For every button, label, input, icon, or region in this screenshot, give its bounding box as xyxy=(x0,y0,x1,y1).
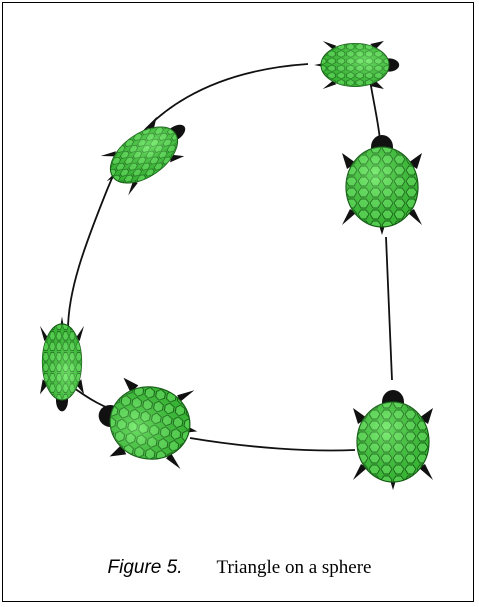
turtle-icon xyxy=(353,390,433,490)
caption-text: Triangle on a sphere xyxy=(217,557,372,578)
turtle-icon xyxy=(342,135,422,235)
turtle-icon xyxy=(92,375,204,471)
figure-caption: Figure 5. Triangle on a sphere xyxy=(0,557,479,579)
path-top-arc xyxy=(68,64,308,330)
caption-label: Figure 5. xyxy=(108,557,183,578)
turtle-icon xyxy=(40,316,84,411)
turtle-icon xyxy=(314,41,399,89)
